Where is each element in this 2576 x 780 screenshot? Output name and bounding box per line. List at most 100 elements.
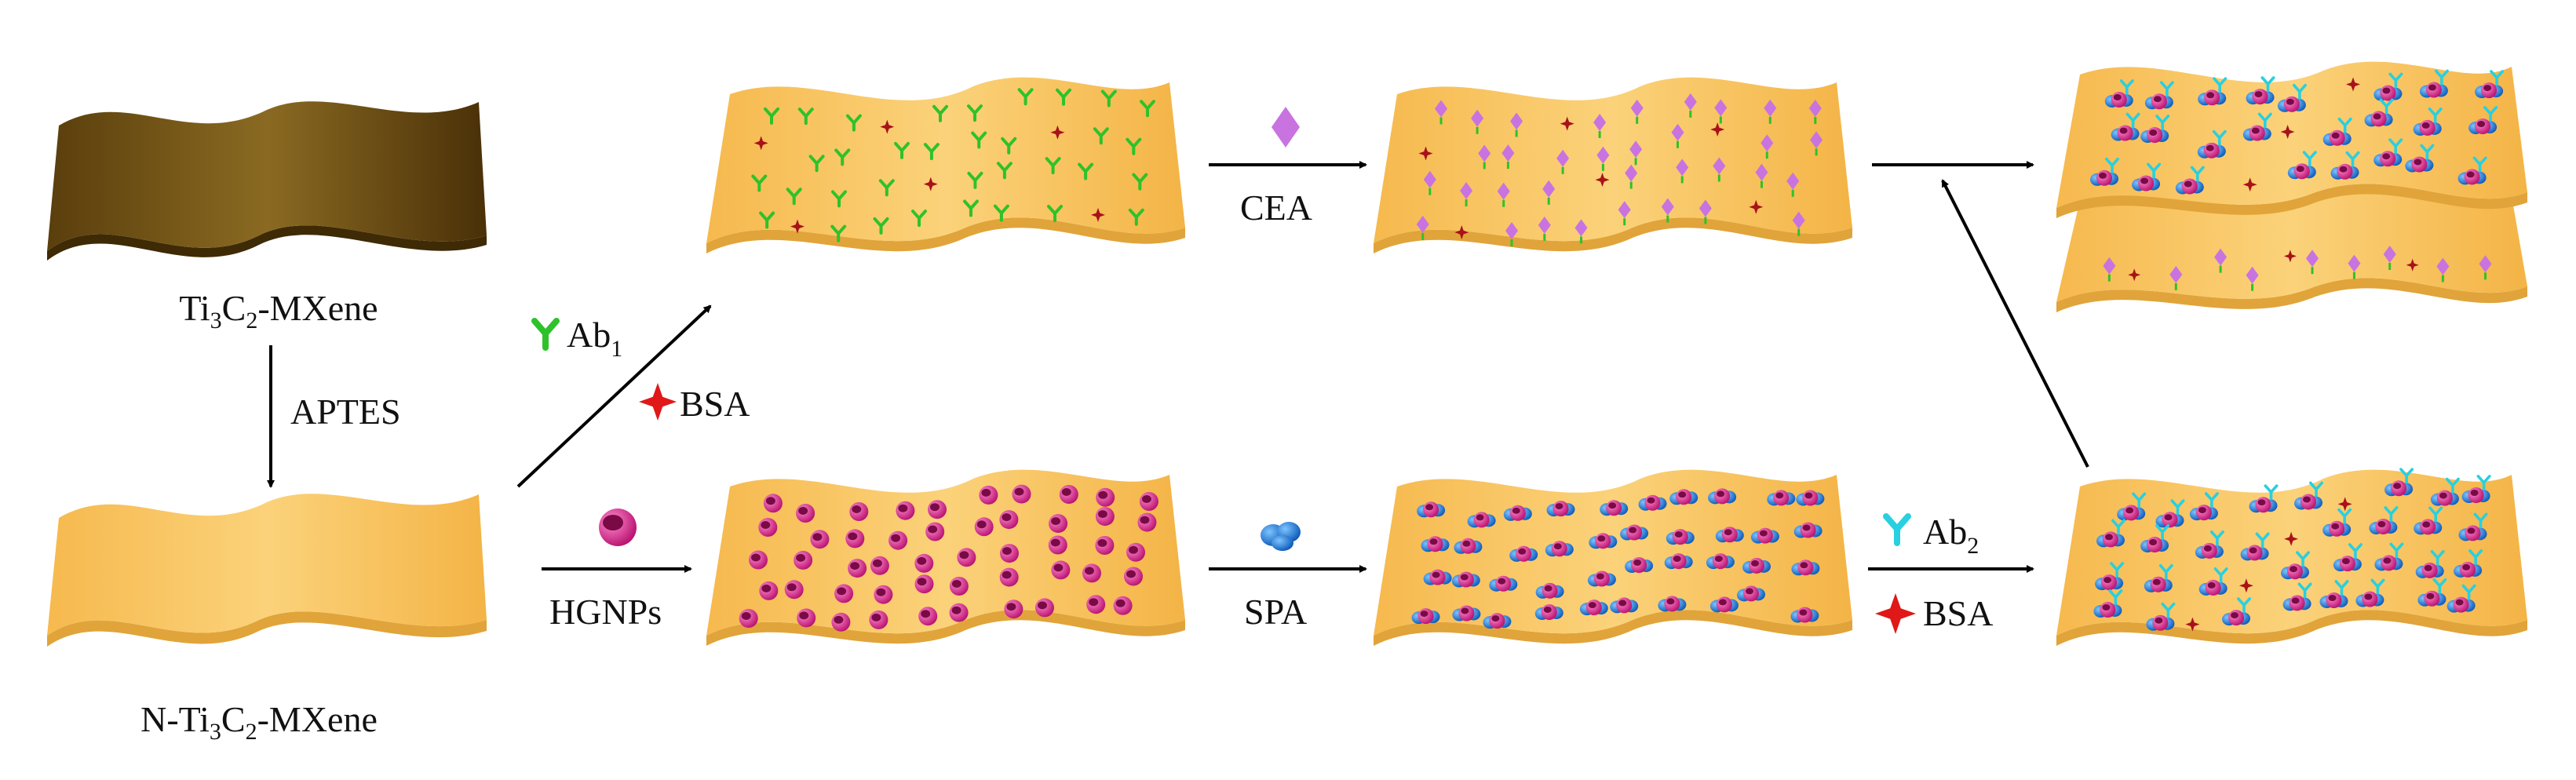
ti3c2-mxene-sheet <box>47 101 487 261</box>
spa-hgnp-complex-icon <box>1767 490 1796 506</box>
antibody-y-icon <box>878 179 895 197</box>
ab1-label: Ab1 <box>567 315 622 362</box>
spa-hgnp-complex-icon <box>1545 541 1574 557</box>
diamond-icon <box>1671 123 1684 148</box>
antibody-y-icon <box>2337 117 2352 133</box>
spa-hgnp-complex-icon <box>2090 169 2118 186</box>
diamond-icon <box>1471 109 1484 134</box>
spa-hgnp-complex-icon <box>2117 505 2146 521</box>
n-ti3c2-mxene-label: N-Ti3C2-MXene <box>140 699 378 745</box>
spa-hgnp-complex-icon <box>1467 512 1496 528</box>
antibody-y-icon <box>993 204 1009 222</box>
spa-hgnp-complex-icon <box>1706 553 1735 570</box>
labels: Ti3C2-MXene APTES N-Ti3C2-MXene Ab1 BSA … <box>140 188 1993 745</box>
spa-hgnp-complex-icon <box>2240 545 2269 561</box>
hollow-sphere-icon <box>834 584 854 603</box>
spa-hgnp-complex-icon <box>2111 125 2140 141</box>
four-point-star-icon <box>2337 497 2352 512</box>
spa-hgnp-complex-icon <box>2374 555 2403 571</box>
hollow-sphere-icon <box>599 508 637 546</box>
hollow-sphere-icon <box>928 500 947 519</box>
hollow-sphere-icon <box>949 577 969 596</box>
diamond-icon <box>1618 201 1631 226</box>
spa-hgnp-complex-icon <box>2222 610 2250 626</box>
antibody-y-icon <box>845 114 862 132</box>
hollow-sphere-icon <box>1124 567 1143 586</box>
spa-hgnp-complex-icon <box>2355 591 2384 607</box>
antibody-y-icon <box>2108 589 2123 605</box>
spa-hgnp-complex-icon <box>2322 129 2352 146</box>
hollow-sphere-icon <box>849 502 869 521</box>
four-point-star-icon <box>2128 268 2141 282</box>
reaction-arrows <box>267 161 2089 573</box>
spa-hgnp-complex-icon <box>2384 480 2414 497</box>
antibody-y-icon <box>2170 499 2185 516</box>
diamond-icon <box>2383 246 2396 270</box>
antibody-y-icon <box>2213 77 2228 93</box>
antibody-y-icon <box>1017 88 1034 106</box>
antibody-y-icon <box>2468 549 2483 565</box>
antibody-y-icon <box>932 104 948 122</box>
hollow-sphere-icon <box>925 522 945 541</box>
antibody-y-icon <box>1093 127 1109 145</box>
diamond-icon <box>1810 131 1823 156</box>
antibody-y-icon <box>967 104 983 122</box>
spa-hgnp-complex-icon <box>1638 494 1667 511</box>
antibody-y-icon <box>2190 166 2205 182</box>
antibody-y-icon <box>1100 89 1117 108</box>
antibody-y-icon <box>2295 551 2311 567</box>
four-point-star-icon <box>2284 531 2299 546</box>
antibody-y-icon <box>2445 477 2460 494</box>
four-point-star-icon <box>2346 77 2360 92</box>
hollow-sphere-icon <box>848 559 867 578</box>
hollow-sphere-icon <box>1004 600 1023 619</box>
antibody-y-icon <box>911 210 927 228</box>
spa-hgnp-complex-icon <box>2319 592 2348 608</box>
spa-hgnp-complex-icon <box>2430 490 2459 506</box>
antibody-y-icon <box>2213 567 2228 583</box>
spa-label: SPA <box>1244 592 1307 632</box>
hollow-sphere-icon <box>949 603 969 622</box>
antibody-y-icon <box>2389 542 2404 559</box>
spa-hgnp-complex-icon <box>2417 590 2446 607</box>
antibody-y-icon <box>2345 151 2360 167</box>
antibody-y-icon <box>1128 208 1144 226</box>
hollow-sphere-icon <box>957 548 976 567</box>
four-point-star-icon <box>1560 116 1574 131</box>
antibody-y-icon <box>2125 112 2140 129</box>
diamond-icon <box>1423 170 1436 195</box>
spa-hgnp-complex-icon <box>2287 163 2316 180</box>
spa-hgnp-complex-icon <box>2146 614 2175 631</box>
antibody-y-icon <box>1078 162 1094 180</box>
diamond-icon <box>2169 265 2183 290</box>
spa-hgnp-complex-icon <box>1503 505 1532 521</box>
spa-hgnp-complex-icon <box>1535 582 1564 599</box>
four-point-star-icon <box>790 219 805 234</box>
four-point-star-icon <box>1595 173 1610 188</box>
four-point-star-icon <box>1710 122 1725 137</box>
antibody-y-icon <box>751 174 768 192</box>
hollow-sphere-icon <box>845 529 865 549</box>
spa-hgnp-complex-icon <box>1587 570 1616 587</box>
diamond-icon <box>1542 180 1556 205</box>
antibody-y-icon <box>2430 550 2445 566</box>
diamond-icon <box>1713 157 1726 182</box>
antibody-y-icon <box>2420 144 2435 160</box>
diamond-icon <box>1755 163 1768 188</box>
spa-hgnp-complex-icon <box>2144 576 2173 592</box>
spa-hgnp-complex-icon <box>2095 574 2124 591</box>
diamond-icon <box>1435 100 1447 125</box>
hollow-sphere-icon <box>1096 487 1115 507</box>
diamond-icon <box>1792 211 1805 236</box>
spa-hgnp-complex-icon <box>2281 563 2309 580</box>
diamond-icon <box>1416 215 1429 240</box>
antibody-y-icon <box>2337 508 2352 524</box>
cea-label: CEA <box>1240 188 1312 228</box>
diamond-icon <box>1676 159 1689 184</box>
antibody-y-icon <box>2302 151 2317 167</box>
spa-hgnp-complex-icon <box>1423 569 1452 585</box>
antibody-y-icon <box>2334 580 2349 596</box>
spa-hgnp-complex-icon <box>2189 505 2218 521</box>
spa-hgnp-complex-icon <box>2419 82 2448 98</box>
antibody-y-icon <box>2111 519 2126 535</box>
